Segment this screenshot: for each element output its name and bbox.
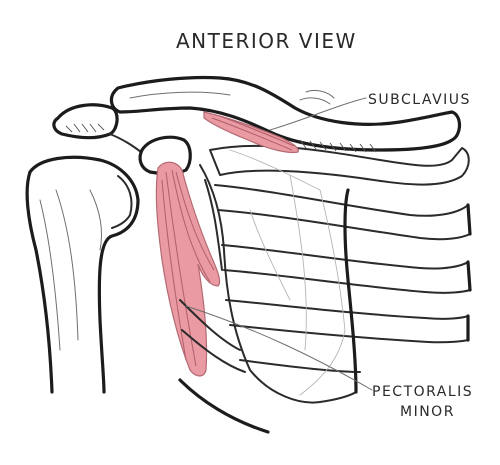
pectoralis-minor-leader-line — [185, 305, 373, 391]
ribcage — [209, 144, 472, 396]
pectoralis-minor-label-line2: MINOR — [400, 404, 455, 420]
subclavius-muscle — [203, 111, 299, 154]
scapula — [178, 164, 358, 434]
humerus — [25, 155, 140, 394]
acromion-shading — [65, 123, 105, 133]
acromion — [52, 103, 151, 161]
pectoralis-minor-label-line1: PECTORALIS — [372, 384, 473, 400]
clavicle-shading — [299, 139, 377, 153]
label-subclavius: SUBCLAVIUS — [269, 89, 471, 131]
label-pectoralis-minor: PECTORALIS MINOR — [185, 305, 473, 420]
subclavius-leader-line — [269, 97, 367, 131]
clavicle — [109, 75, 462, 153]
diagram-title: ANTERIOR VIEW — [176, 29, 357, 53]
subclavius-label: SUBCLAVIUS — [368, 92, 471, 108]
